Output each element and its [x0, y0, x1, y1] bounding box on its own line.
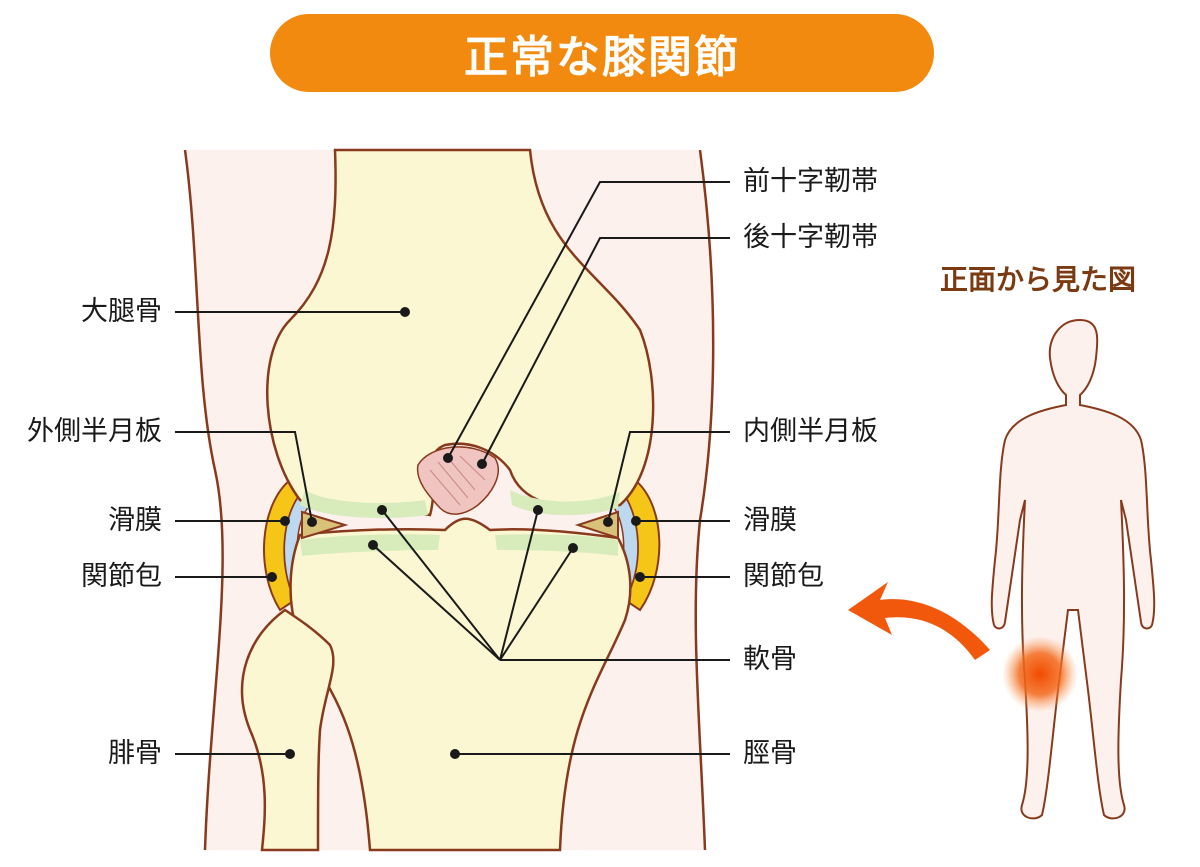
label-tibia: 脛骨	[743, 738, 797, 769]
label-cartilage: 軟骨	[743, 644, 797, 675]
label-pcl: 後十字靭帯	[743, 222, 878, 253]
label-capsule-right: 関節包	[743, 561, 824, 592]
femur-cartilage-left	[300, 490, 428, 518]
leader-lines	[175, 181, 730, 759]
label-medial-meniscus: 内側半月板	[743, 416, 878, 447]
label-fibula: 腓骨	[108, 738, 162, 769]
label-synovium-left: 滑膜	[108, 505, 162, 536]
curved-arrow	[848, 582, 990, 660]
leg-outline-left	[183, 149, 224, 851]
title-banner: 正常な膝関節	[270, 14, 934, 92]
human-figure	[990, 318, 1156, 820]
label-acl: 前十字靭帯	[743, 166, 878, 197]
knee-pain-highlight	[1002, 636, 1078, 712]
label-synovium-right: 滑膜	[743, 505, 797, 536]
label-capsule-left: 関節包	[81, 561, 162, 592]
leg-outline-right	[694, 149, 715, 851]
fibula-bone	[240, 608, 335, 852]
tibia-cartilage-right	[495, 534, 618, 556]
label-femur: 大腿骨	[81, 296, 162, 327]
ligament-fiber-lines	[429, 455, 486, 506]
front-view-title: 正面から見た図	[940, 263, 1137, 296]
page-title: 正常な膝関節	[464, 32, 740, 83]
femur-bone	[266, 148, 655, 517]
label-lateral-meniscus: 外側半月板	[27, 416, 162, 447]
